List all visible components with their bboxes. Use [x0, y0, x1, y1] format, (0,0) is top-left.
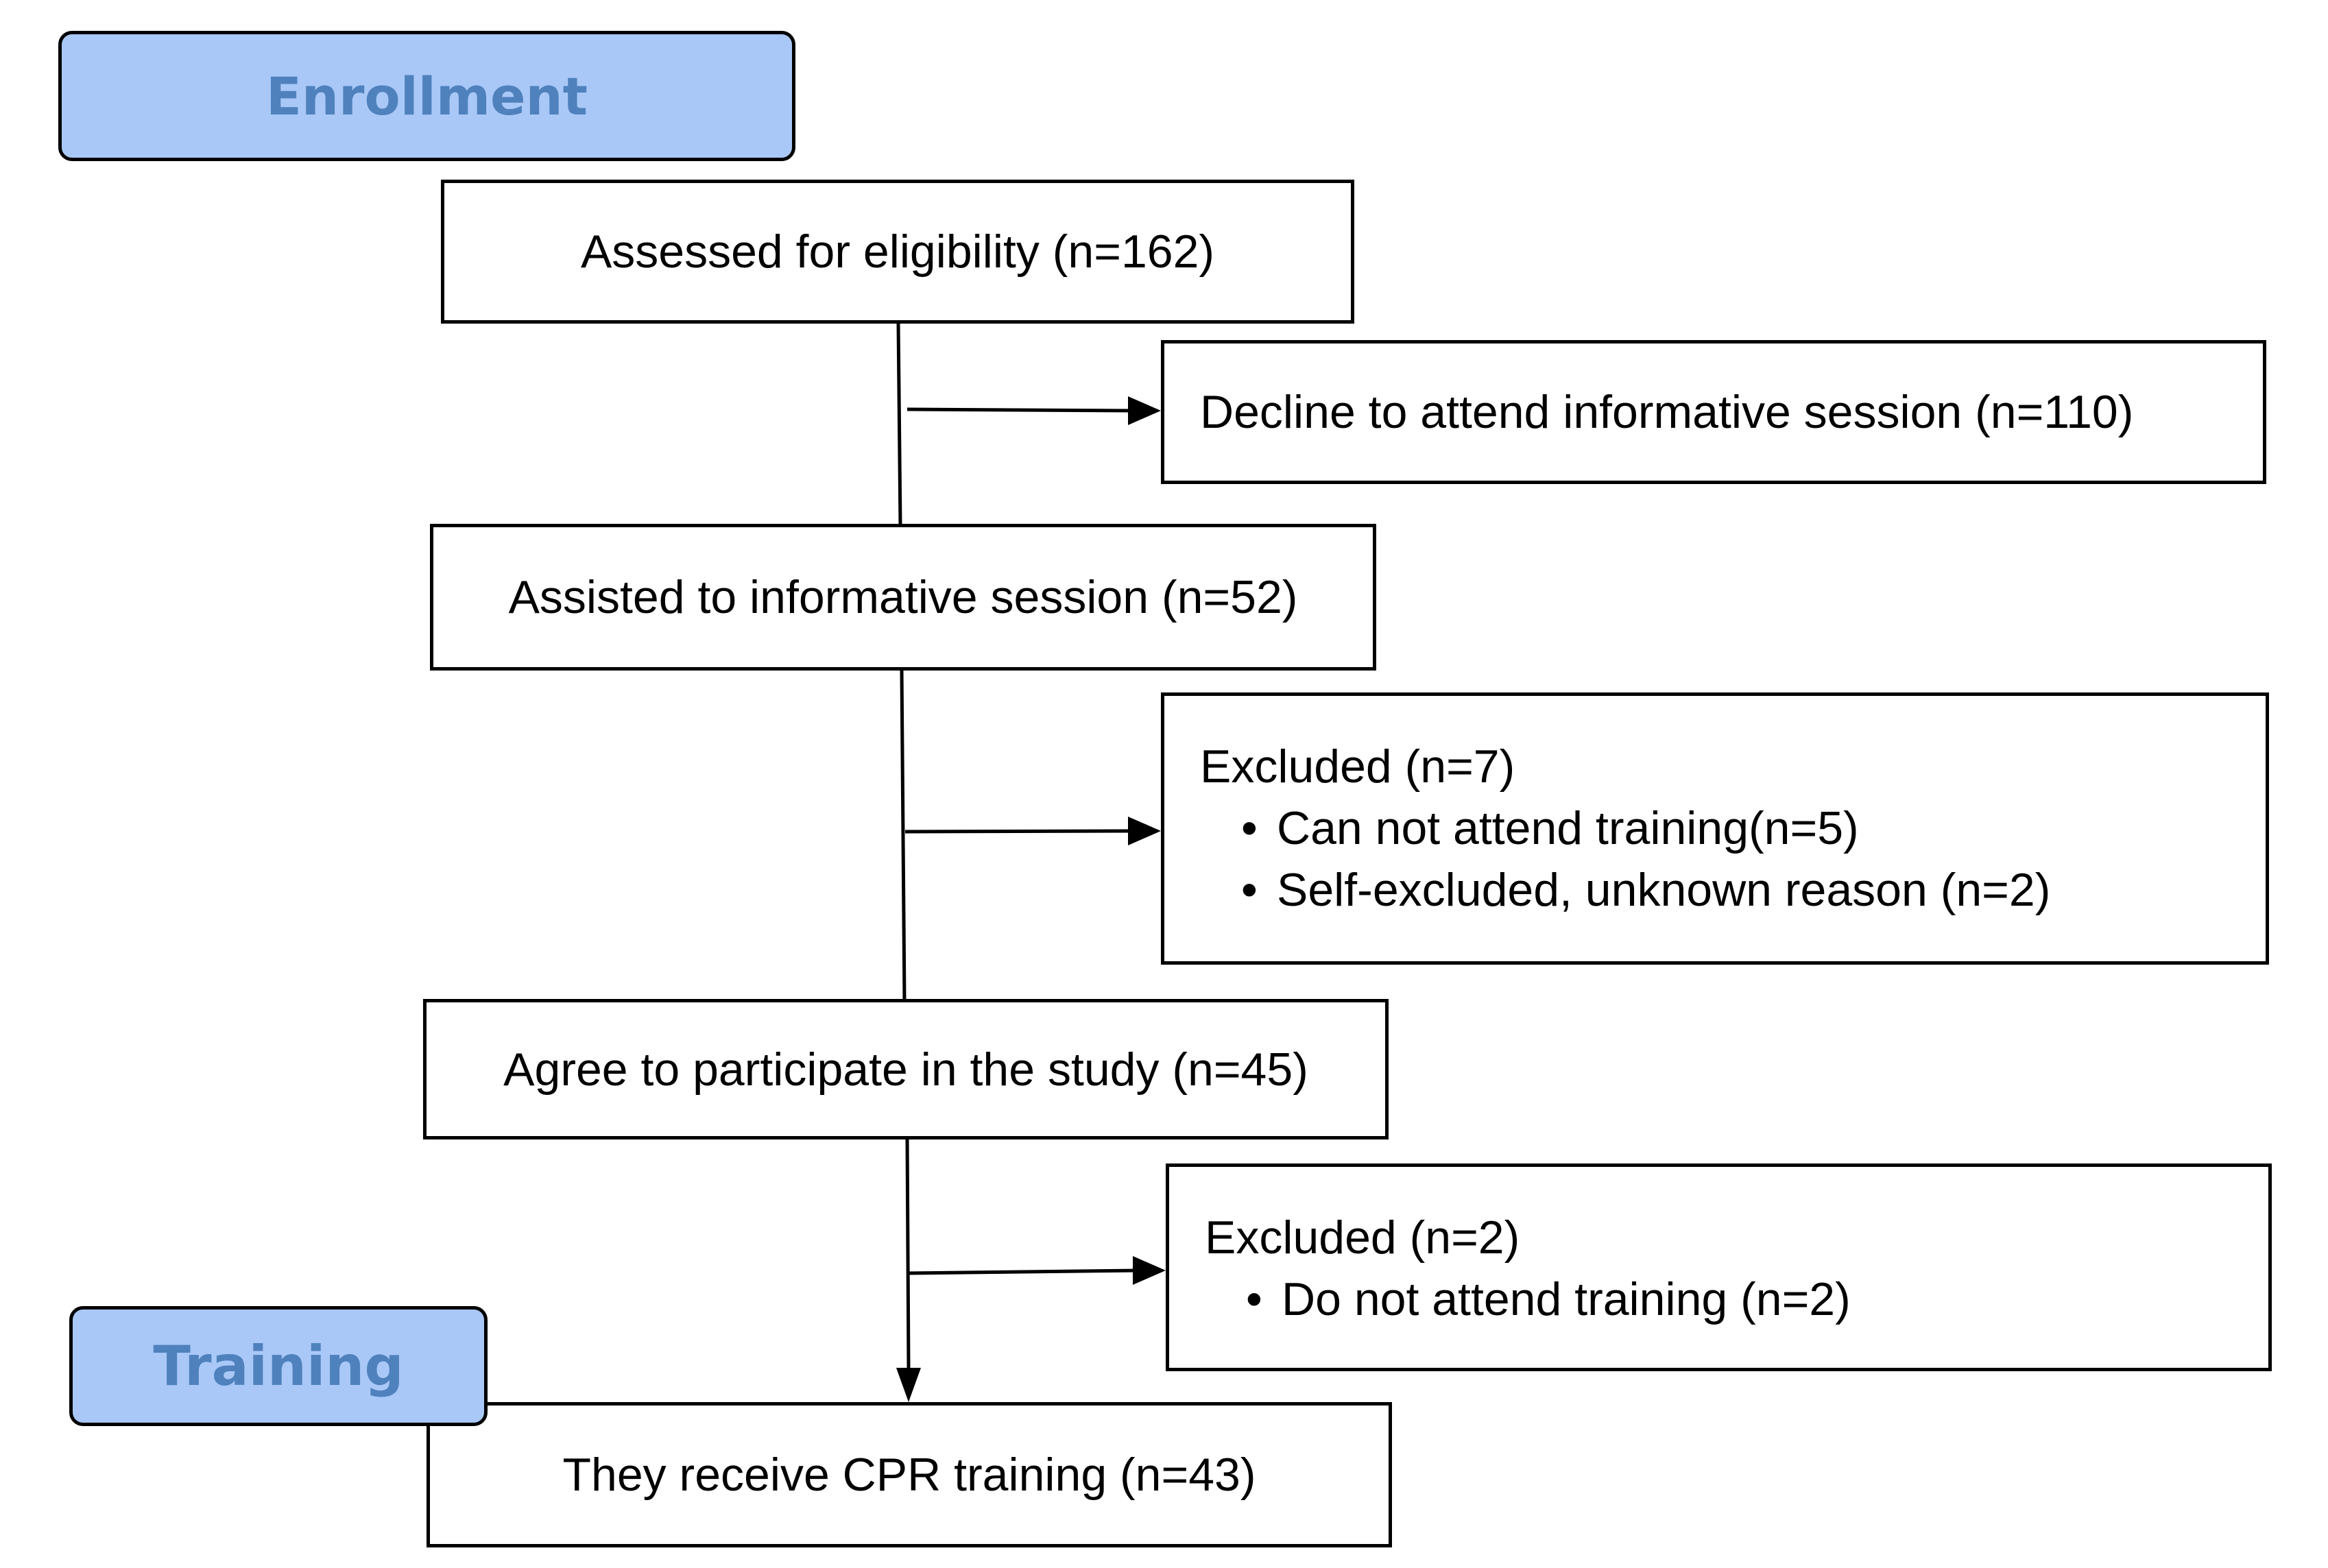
- list-item-text: Self-excluded, unknown reason (n=2): [1277, 864, 2051, 916]
- stage-enrollment: Enrollment: [58, 31, 795, 161]
- box-declined: Decline to attend informative session (n…: [1161, 340, 2266, 484]
- bullet-icon: •: [1241, 802, 1258, 854]
- branch-arrow-excluded-2: [908, 1268, 1139, 1275]
- branch-arrow-excluded-1: [904, 829, 1133, 834]
- box-assessed-text: Assessed for eligibility (n=162): [580, 226, 1215, 278]
- list-item-text: Can not attend training(n=5): [1277, 802, 1859, 854]
- box-excluded-2: Excluded (n=2) • Do not attend training (…: [1166, 1163, 2272, 1371]
- trunk-line-2: [900, 670, 907, 1002]
- list-item: • Self-excluded, unknown reason (n=2): [1200, 859, 2266, 921]
- box-agree: Agree to participate in the study (n=45): [423, 999, 1389, 1139]
- box-trained-text: They receive CPR training (n=43): [562, 1449, 1256, 1501]
- list-item: • Can not attend training(n=5): [1200, 797, 2266, 859]
- trunk-line-1: [896, 322, 902, 527]
- list-item: • Do not attend training (n=2): [1205, 1268, 2268, 1330]
- branch-arrowhead-excluded-2: [1133, 1256, 1166, 1285]
- list-item-text: Do not attend training (n=2): [1282, 1273, 1851, 1325]
- branch-arrowhead-declined: [1128, 396, 1161, 425]
- bullet-icon: •: [1246, 1273, 1262, 1325]
- box-declined-text: Decline to attend informative session (n…: [1200, 386, 2134, 438]
- branch-arrow-declined: [907, 407, 1133, 413]
- stage-enrollment-label: Enrollment: [266, 65, 588, 127]
- box-excluded-1: Excluded (n=7) • Can not attend training(…: [1161, 692, 2269, 965]
- box-assisted-text: Assisted to informative session (n=52): [508, 571, 1298, 623]
- box-assisted: Assisted to informative session (n=52): [430, 524, 1376, 671]
- down-arrowhead: [896, 1368, 921, 1402]
- box-excluded-1-title: Excluded (n=7): [1200, 740, 1515, 793]
- trunk-line-3: [905, 1137, 911, 1370]
- box-agree-text: Agree to participate in the study (n=45): [503, 1043, 1308, 1096]
- bullet-icon: •: [1241, 864, 1258, 916]
- box-trained: They receive CPR training (n=43): [427, 1402, 1392, 1547]
- box-assessed: Assessed for eligibility (n=162): [441, 180, 1354, 324]
- stage-training-label: Training: [153, 1334, 404, 1398]
- stage-training: Training: [69, 1306, 488, 1426]
- branch-arrowhead-excluded-1: [1128, 817, 1161, 845]
- box-excluded-2-title: Excluded (n=2): [1205, 1211, 1520, 1264]
